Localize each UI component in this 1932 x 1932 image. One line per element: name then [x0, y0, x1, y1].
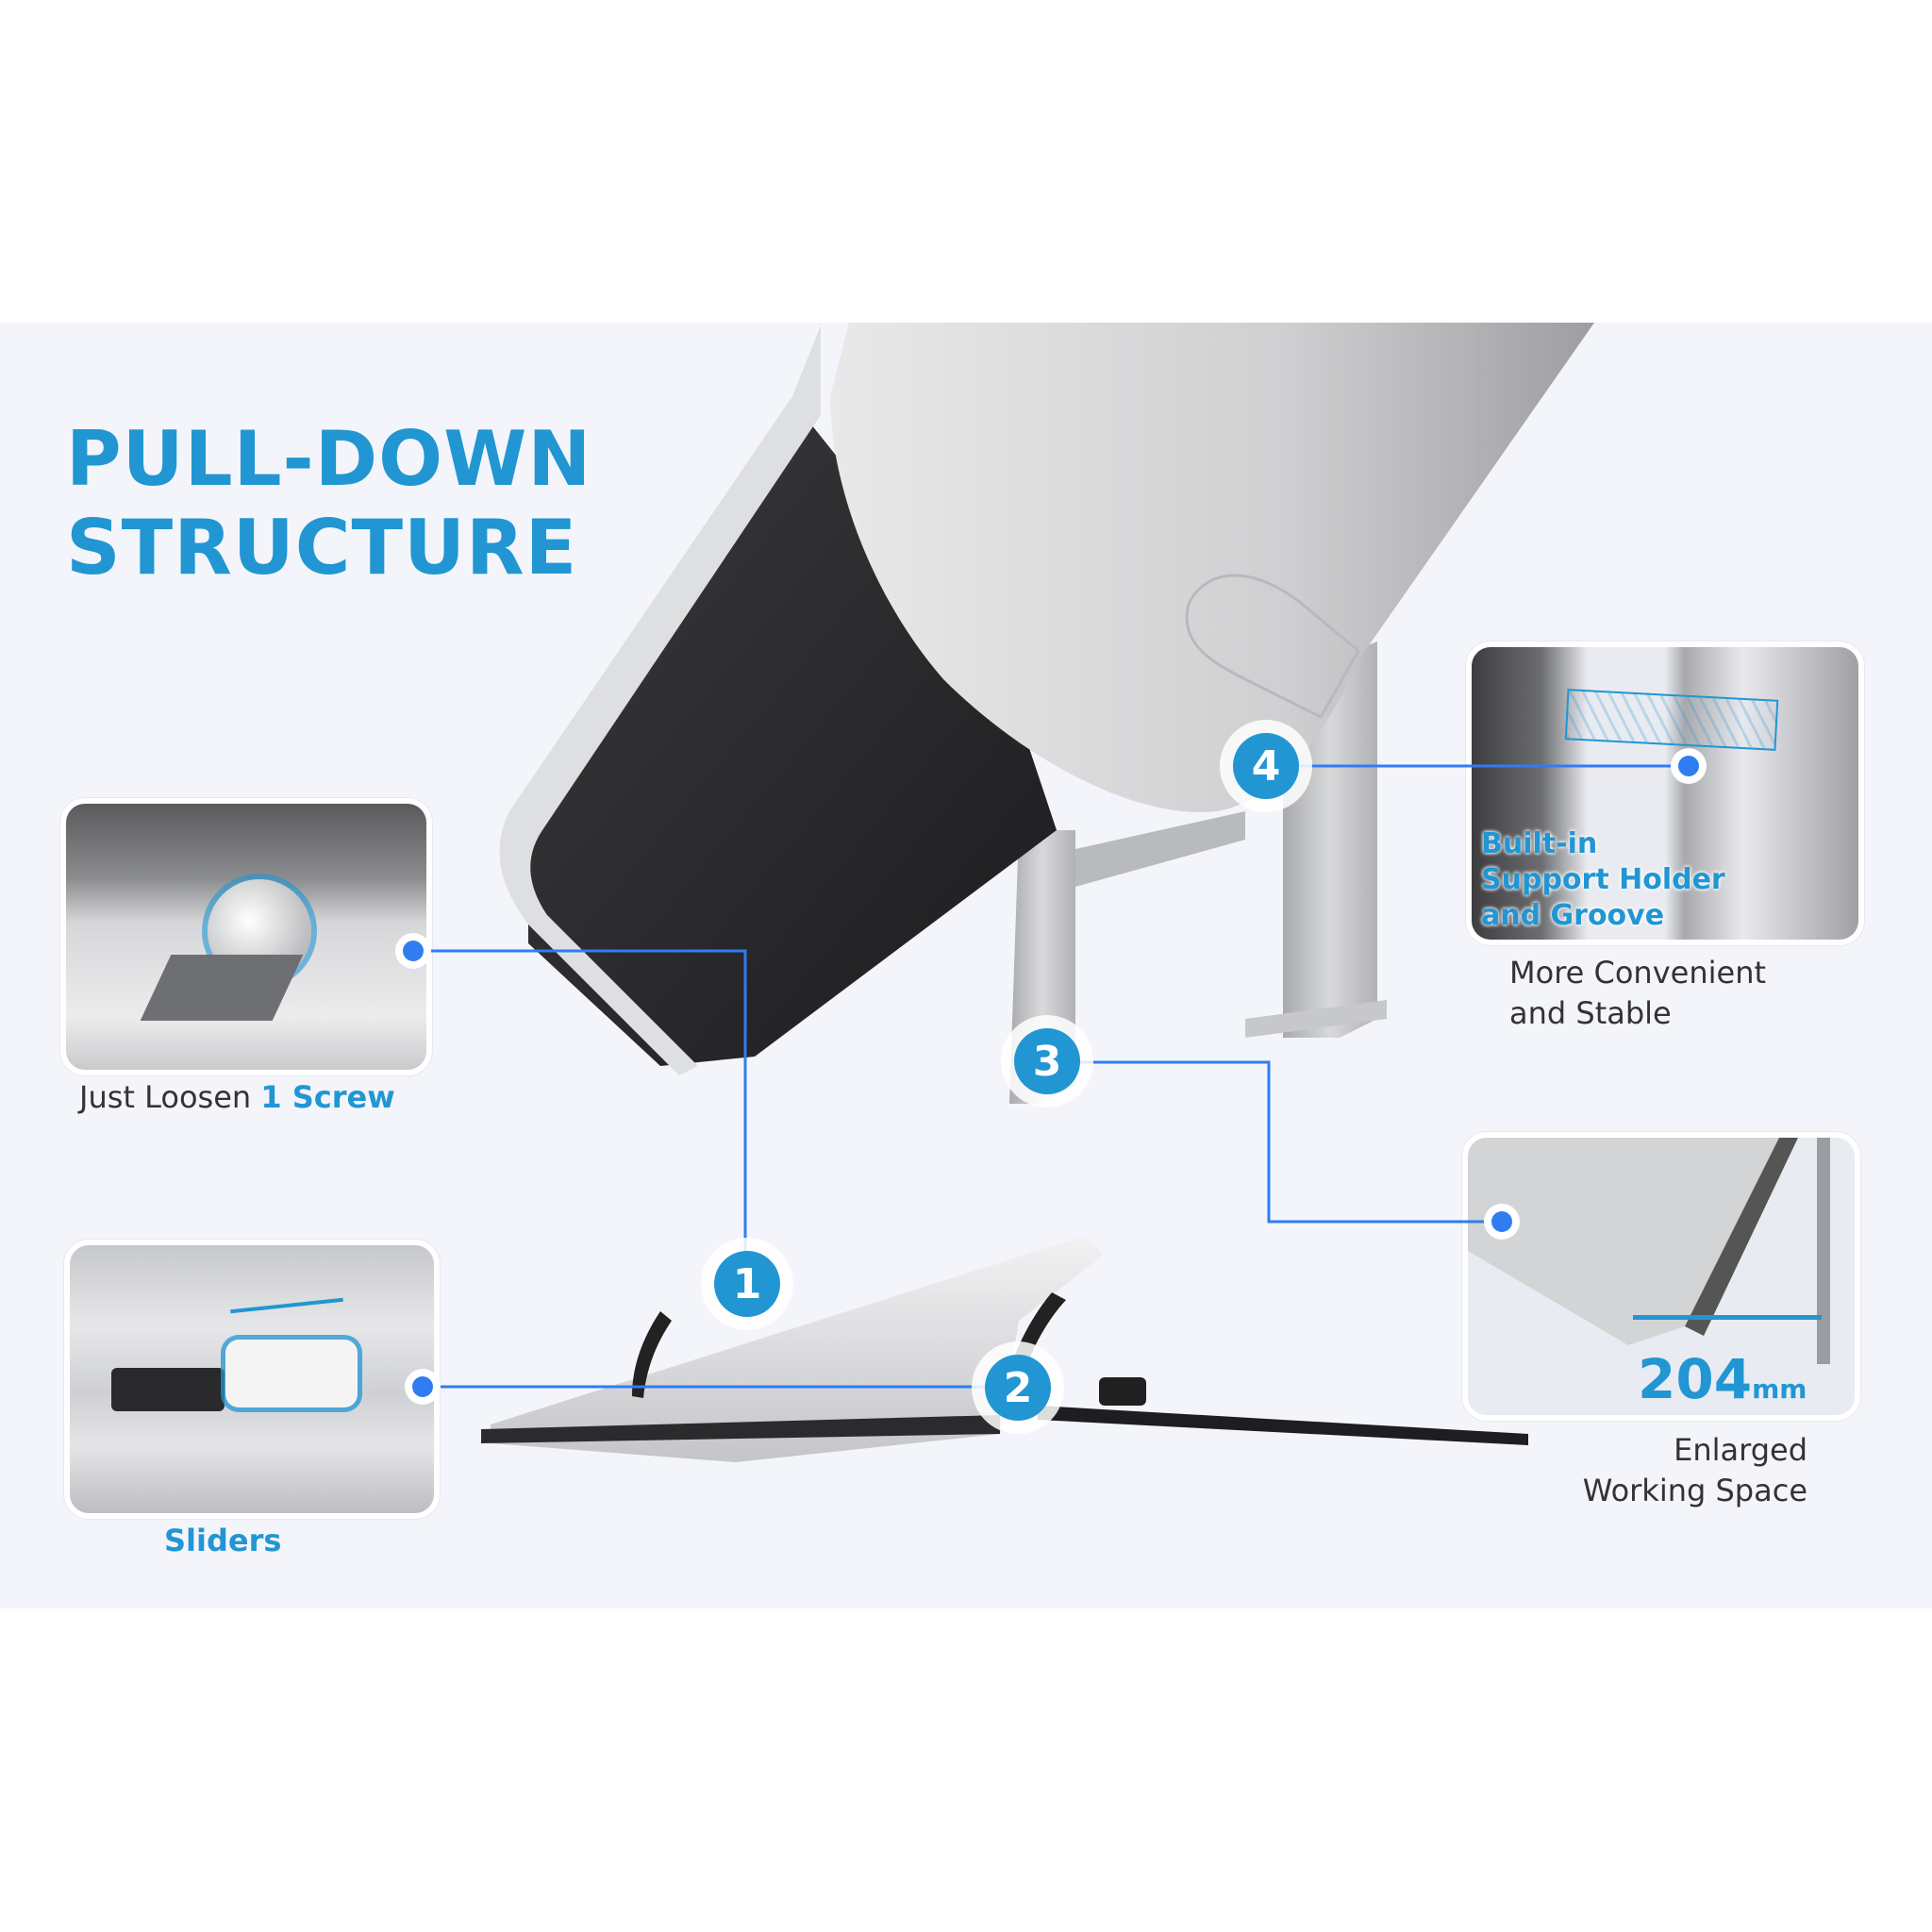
inset-sliders — [64, 1240, 440, 1519]
support-holder-label: Built-in Support Holder and Groove — [1481, 827, 1725, 932]
page-title: PULL-DOWN STRUCTURE — [66, 415, 591, 592]
anchor-dot-working-space — [1491, 1211, 1512, 1232]
caption-support-holder: More Convenient and Stable — [1509, 955, 1767, 1031]
measurement-unit: mm — [1752, 1374, 1807, 1405]
badge-2[interactable]: 2 — [985, 1355, 1051, 1421]
dimension-arrow-icon — [1633, 1315, 1822, 1320]
anchor-dot-sliders — [412, 1376, 433, 1397]
anchor-dot-support-holder — [1678, 756, 1699, 776]
base-plate — [481, 1236, 1528, 1462]
caption-screw-highlight: 1 Screw — [260, 1079, 395, 1115]
working-space-shell — [1468, 1138, 1830, 1364]
measurement: 204mm — [1638, 1347, 1807, 1411]
caption-screw: Just Loosen 1 Screw — [79, 1079, 395, 1115]
anchor-dot-screw — [403, 941, 424, 961]
outer-rim — [499, 325, 821, 1075]
inset-working-space: 204mm — [1462, 1132, 1860, 1421]
slot — [111, 1368, 225, 1411]
badge-4[interactable]: 4 — [1233, 733, 1299, 799]
connector-1 — [413, 949, 747, 1283]
measurement-value: 204 — [1638, 1347, 1753, 1411]
badge-3[interactable]: 3 — [1014, 1028, 1080, 1094]
slider-knob-icon — [225, 1340, 358, 1407]
title-line-1: PULL-DOWN — [66, 415, 592, 503]
title-line-2: STRUCTURE — [66, 504, 578, 591]
caption-sliders: Sliders — [164, 1523, 282, 1558]
inset-screw — [60, 798, 432, 1075]
badge-1[interactable]: 1 — [714, 1251, 780, 1317]
inset-support-holder: Built-in Support Holder and Groove — [1466, 641, 1864, 945]
top-shell — [830, 323, 1594, 812]
caption-working-space: Enlarged Working Space — [1582, 1432, 1807, 1508]
connector-3 — [1047, 1060, 1502, 1224]
support-holder-closeup-image — [1472, 647, 1858, 940]
